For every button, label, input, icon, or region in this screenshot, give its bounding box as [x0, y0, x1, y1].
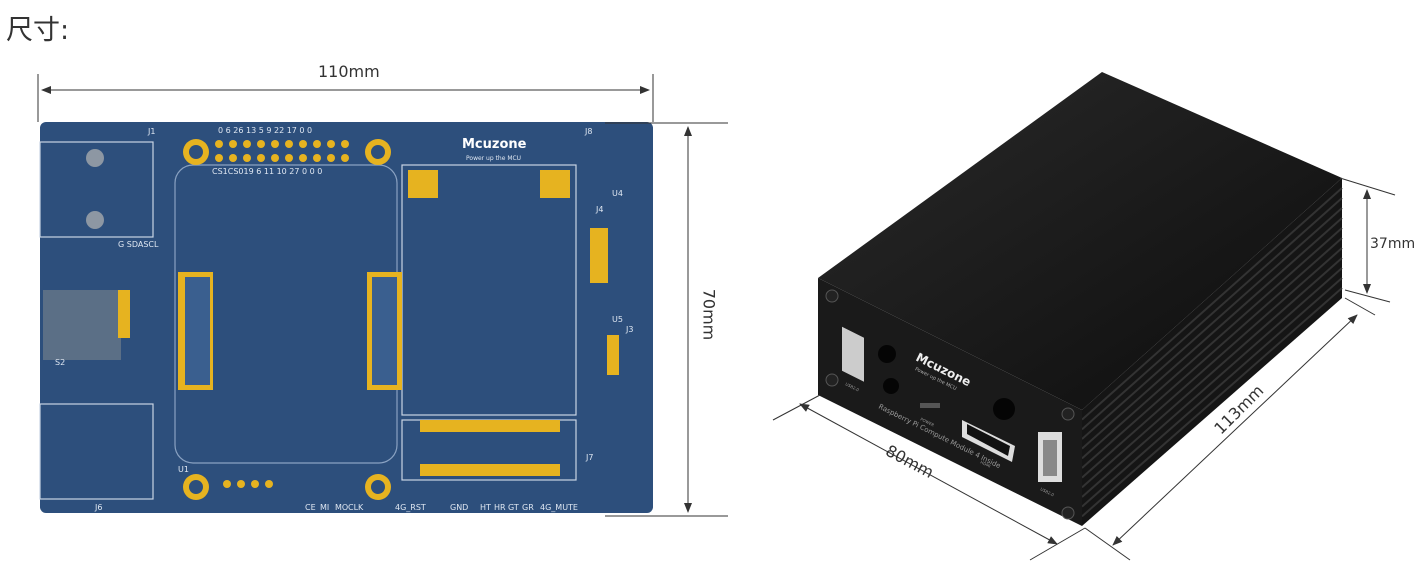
header-pin	[243, 154, 251, 162]
pcb-label-4g-mute: 4G_MUTE	[540, 503, 578, 512]
header-pin	[271, 154, 279, 162]
pcb-label-gr: GR	[522, 503, 534, 512]
header-pin	[237, 480, 245, 488]
header-pin	[257, 140, 265, 148]
pcb-label-mo: MO	[335, 503, 348, 512]
pcb-header-bottom-labels: CS1CS019 6 11 10 27 0 0 0	[212, 167, 322, 176]
pcb-label-clk: CLK	[348, 503, 364, 512]
pcb-label-hr: HR	[494, 503, 506, 512]
pcb-label-j3: J3	[625, 325, 633, 334]
header-pin	[229, 140, 237, 148]
pcb-dimension-lines	[37, 74, 728, 517]
case-dimension-lines	[772, 177, 1396, 561]
header-pin	[285, 154, 293, 162]
pcb-width-label: 110mm	[318, 62, 380, 81]
pcb-label-j8: J8	[584, 127, 592, 136]
pcb-label-mi: MI	[320, 503, 329, 512]
header-pin	[327, 140, 335, 148]
header-pin	[271, 140, 279, 148]
header-pin	[341, 140, 349, 148]
pcb-label-u5: U5	[612, 315, 623, 324]
header-pin	[265, 480, 273, 488]
pcb-brand-tagline: Power up the MCU	[466, 155, 521, 162]
header-pin	[243, 140, 251, 148]
header-pin	[299, 140, 307, 148]
pcb-label-j7: J7	[585, 453, 593, 462]
header-pin	[285, 140, 293, 148]
header-pin	[327, 154, 335, 162]
pcb-label-j6: J6	[94, 503, 102, 512]
pcb-label-gnd: GND	[450, 503, 468, 512]
port-label-usb-left: USB2.0	[845, 381, 861, 392]
header-pin	[313, 154, 321, 162]
header-pin	[229, 154, 237, 162]
header-pin	[223, 480, 231, 488]
pcb-label-u1: U1	[178, 465, 189, 474]
pcb-board: J1 J8 J6 S2 U4 J4 U5 J3 J7 U1 4G_RST GND…	[39, 122, 653, 513]
pcb-label-i2c: G SDASCL	[118, 240, 159, 249]
header-pin	[341, 154, 349, 162]
header-pin	[215, 154, 223, 162]
pcb-label-j4: J4	[595, 205, 603, 214]
pcb-brand-logo: Mcuzone	[462, 137, 527, 152]
pcb-label-s2: S2	[55, 358, 65, 367]
header-pin	[299, 154, 307, 162]
header-pin	[313, 140, 321, 148]
pcb-label-4g-rst: 4G_RST	[395, 503, 426, 512]
pcb-header-top-labels: 0 6 26 13 5 9 22 17 0 0	[218, 126, 312, 135]
pcb-label-j1: J1	[147, 127, 155, 136]
case-height-label: 37mm	[1370, 236, 1415, 252]
pcb-label-ce: CE	[305, 503, 316, 512]
header-pin	[257, 154, 265, 162]
header-pin	[215, 140, 223, 148]
header-pin	[251, 480, 259, 488]
pcb-label-u4: U4	[612, 189, 623, 198]
section-title: 尺寸:	[6, 15, 70, 46]
pcb-label-ht: HT	[480, 503, 491, 512]
pcb-label-gt: GT	[508, 503, 519, 512]
pcb-height-label: 70mm	[699, 288, 719, 341]
